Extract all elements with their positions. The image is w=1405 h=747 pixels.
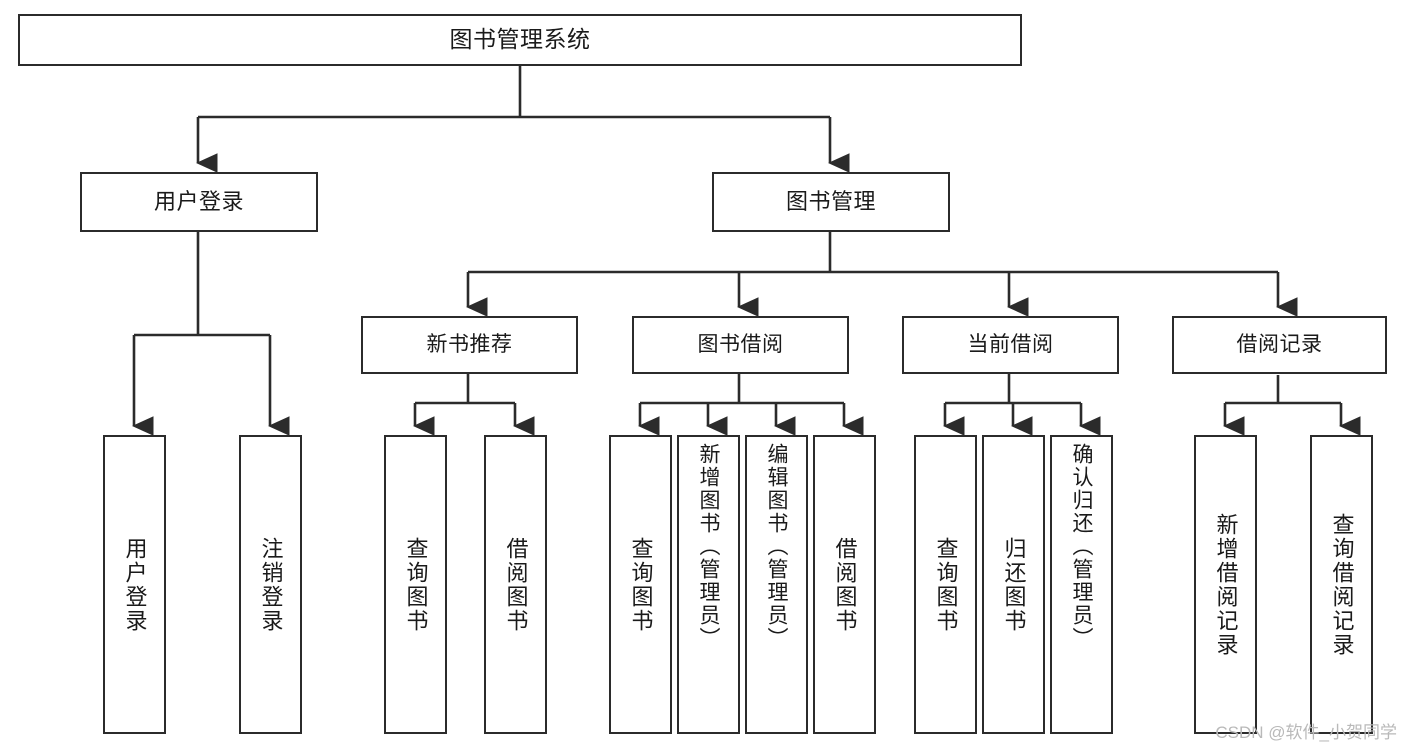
node-leaf-add-record-label: 新增借阅记录 xyxy=(1213,512,1239,657)
node-book-manage-label: 图书管理 xyxy=(785,189,876,215)
node-leaf-query-book-2-label: 查询图书 xyxy=(628,536,654,633)
node-book-borrow[interactable]: 图书借阅 xyxy=(632,316,849,374)
node-leaf-add-book[interactable]: 新增图书（管理员） xyxy=(677,435,740,734)
node-new-book-rec[interactable]: 新书推荐 xyxy=(361,316,578,374)
node-leaf-return-book-label: 归还图书 xyxy=(1001,536,1027,633)
node-leaf-add-book-label: 新增图书（管理员） xyxy=(697,443,720,650)
node-current-borrow-label: 当前借阅 xyxy=(967,332,1054,356)
node-root-label: 图书管理系统 xyxy=(449,26,591,53)
node-borrow-record[interactable]: 借阅记录 xyxy=(1172,316,1387,374)
node-leaf-user-logout-label: 注销登录 xyxy=(258,536,284,633)
node-leaf-query-book-3-label: 查询图书 xyxy=(933,536,959,633)
node-leaf-borrow-book-1-label: 借阅图书 xyxy=(503,536,529,633)
node-new-book-rec-label: 新书推荐 xyxy=(426,332,513,356)
node-leaf-query-book-2[interactable]: 查询图书 xyxy=(609,435,672,734)
node-leaf-return-book[interactable]: 归还图书 xyxy=(982,435,1045,734)
node-leaf-query-book-1-label: 查询图书 xyxy=(403,536,429,633)
node-leaf-add-record[interactable]: 新增借阅记录 xyxy=(1194,435,1257,734)
node-leaf-confirm-return-label: 确认归还（管理员） xyxy=(1070,443,1093,650)
node-leaf-edit-book[interactable]: 编辑图书（管理员） xyxy=(745,435,808,734)
node-leaf-borrow-book-2[interactable]: 借阅图书 xyxy=(813,435,876,734)
node-leaf-user-login-label: 用户登录 xyxy=(122,536,148,633)
node-book-borrow-label: 图书借阅 xyxy=(697,332,784,356)
node-leaf-query-book-1[interactable]: 查询图书 xyxy=(384,435,447,734)
node-leaf-borrow-book-1[interactable]: 借阅图书 xyxy=(484,435,547,734)
node-root[interactable]: 图书管理系统 xyxy=(18,14,1022,66)
node-user-login-label: 用户登录 xyxy=(153,189,244,215)
node-leaf-user-login[interactable]: 用户登录 xyxy=(103,435,166,734)
node-leaf-confirm-return[interactable]: 确认归还（管理员） xyxy=(1050,435,1113,734)
node-leaf-borrow-book-2-label: 借阅图书 xyxy=(832,536,858,633)
csdn-watermark: CSDN @软件_小贺同学 xyxy=(1215,723,1397,742)
node-leaf-user-logout[interactable]: 注销登录 xyxy=(239,435,302,734)
node-leaf-query-record[interactable]: 查询借阅记录 xyxy=(1310,435,1373,734)
node-book-manage[interactable]: 图书管理 xyxy=(712,172,950,232)
node-user-login[interactable]: 用户登录 xyxy=(80,172,318,232)
node-leaf-edit-book-label: 编辑图书（管理员） xyxy=(765,443,788,650)
node-borrow-record-label: 借阅记录 xyxy=(1236,332,1323,356)
node-leaf-query-record-label: 查询借阅记录 xyxy=(1329,512,1355,657)
node-leaf-query-book-3[interactable]: 查询图书 xyxy=(914,435,977,734)
node-current-borrow[interactable]: 当前借阅 xyxy=(902,316,1119,374)
